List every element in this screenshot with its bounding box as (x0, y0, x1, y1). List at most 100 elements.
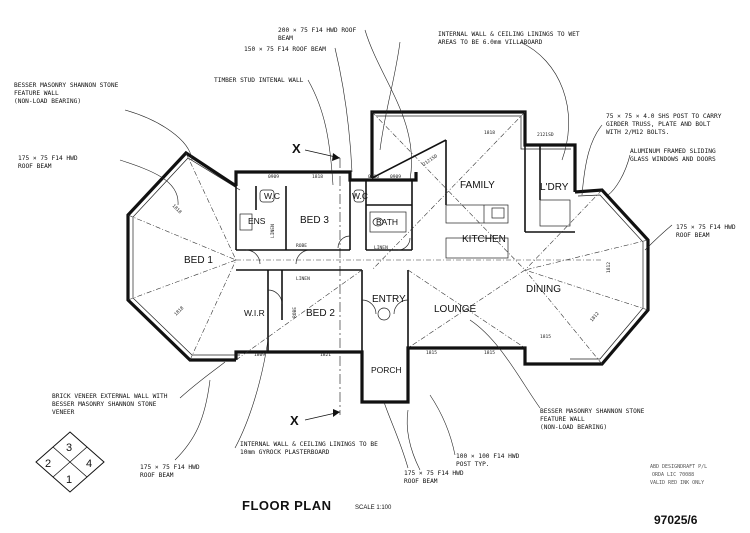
dim-d1: 0909 (268, 174, 279, 180)
section-marker-top: X (292, 141, 301, 156)
note-roof-beam-porch-line1: 175 × 75 F14 HWD (404, 470, 464, 477)
note-feature-wall-nw-line2: FEATURE WALL (14, 90, 59, 97)
dim-d2: 1818 (312, 174, 323, 180)
label-robe1: ROBE (296, 243, 307, 249)
note-gyrock-line2: 10mm GYROCK PLASTERBOARD (240, 449, 330, 456)
note-200x75-line2: BEAM (278, 35, 293, 42)
room-wc2: W.C (352, 191, 368, 201)
porch-wall (360, 364, 410, 404)
internal-walls (235, 139, 575, 352)
room-porch: PORCH (371, 365, 402, 375)
dim-d12: 1815 (540, 334, 551, 340)
room-labels: BED 1 ENS BED 3 W.C W.C BATH FAMILY L'DR… (184, 180, 569, 375)
note-roof-beam-sw-line2: ROOF BEAM (140, 472, 174, 479)
room-wir: W.I.R (244, 308, 265, 318)
label-robe2: ROBE (292, 307, 298, 318)
note-gyrock-line1: INTERNAL WALL & CEILING LININGS TO BE (240, 441, 378, 448)
door-swings (245, 235, 411, 315)
dim-d9: 1821 (320, 352, 331, 358)
roof-beam-lines (127, 111, 649, 365)
dim-d10: 1815 (426, 350, 437, 356)
compass-west: 2 (45, 458, 51, 470)
note-roof-beam-sw-line1: 175 × 75 F14 HWD (140, 464, 200, 471)
room-bed3: BED 3 (300, 215, 329, 226)
note-shs-post-line1: 75 × 75 × 4.0 SHS POST TO CARRY (606, 113, 722, 120)
section-marker-bottom: X (290, 413, 299, 428)
wall-inner-lines (132, 115, 644, 360)
note-feature-wall-se-line1: BESSER MASONRY SHANNON STONE (540, 408, 645, 415)
south-wall (234, 350, 364, 364)
compass-south: 1 (66, 474, 72, 486)
note-brick-veneer-line3: VENEER (52, 409, 75, 416)
note-sliding-glass-line2: GLASS WINDOWS AND DOORS (630, 156, 716, 163)
dim-d16: 1818 (173, 305, 185, 317)
note-feature-wall-nw-line3: (NON-LOAD BEARING) (14, 98, 81, 105)
dim-d11: 1815 (484, 350, 495, 356)
north-wall-west (234, 170, 418, 186)
room-bath: BATH (376, 217, 398, 227)
room-bed2: BED 2 (306, 308, 335, 319)
room-entry: ENTRY (372, 294, 406, 305)
note-roof-beam-w-line1: 175 × 75 F14 HWD (18, 155, 78, 162)
leader-lines (119, 29, 673, 471)
note-150x75: 150 × 75 F14 ROOF BEAM (244, 46, 326, 53)
compass-north: 3 (66, 442, 72, 454)
note-feature-wall-nw-line1: BESSER MASONRY SHANNON STONE (14, 82, 119, 89)
drawing-number: 97025/6 (654, 513, 698, 527)
label-linen3: LINEN (270, 224, 276, 238)
note-brick-veneer-line1: BRICK VENEER EXTERNAL WALL WITH (52, 393, 168, 400)
compass-east: 4 (86, 458, 92, 470)
room-dining: DINING (526, 284, 561, 295)
dim-d4: 0909 (390, 174, 401, 180)
note-post-line1: 100 × 100 F14 HWD (456, 453, 520, 460)
note-post-line2: POST TYP. (456, 461, 490, 468)
label-linen2: LINEN (296, 276, 310, 282)
east-bay-wall (570, 188, 650, 366)
kitchen-benches (445, 204, 509, 259)
dim-d14: 1812 (589, 311, 601, 324)
room-kitchen: KITCHEN (462, 234, 506, 245)
note-timber-stud: TIMBER STUD INTENAL WALL (214, 77, 304, 84)
note-feature-wall-se-line3: (NON-LOAD BEARING) (540, 424, 607, 431)
dim-d7: 2121SD (422, 153, 439, 168)
note-roof-beam-e-line1: 175 × 75 F14 HWD (676, 224, 736, 231)
dim-d5: 1818 (484, 130, 495, 136)
room-lounge: LOUNGE (434, 304, 477, 315)
stamp-line-2: ORDA LIC 70088 (652, 472, 694, 478)
stamp-line-1: ABD DESIGNDRAFT P/L (650, 464, 707, 470)
stamp-line-3: VALID RED INK ONLY (650, 480, 704, 486)
bathroom-fixtures (239, 189, 571, 321)
note-feature-wall-se-line2: FEATURE WALL (540, 416, 585, 423)
dim-d8: 1809 (254, 352, 265, 358)
room-family: FAMILY (460, 180, 495, 191)
dim-d15: 1818 (171, 203, 183, 215)
note-roof-beam-w-line2: ROOF BEAM (18, 163, 52, 170)
note-shs-post-line3: WITH 2/M12 BOLTS. (606, 129, 669, 136)
note-sliding-glass-line1: ALUMINUM FRAMED SLIDING (630, 148, 716, 155)
note-wet-areas-line2: AREAS TO BE 6.0mm VILLABOARD (438, 39, 543, 46)
note-shs-post-line2: GIRDER TRUSS, PLATE AND BOLT (606, 121, 711, 128)
dim-d6: 2121SD (537, 132, 554, 138)
room-bed1: BED 1 (184, 255, 213, 266)
west-bay-wall (126, 150, 237, 362)
note-wet-areas-line1: INTERNAL WALL & CEILING LININGS TO WET (438, 31, 580, 38)
dimension-labels: 0909 1818 0906 0909 1818 2121SD 2121SD 1… (171, 130, 612, 358)
drawing-title: FLOOR PLAN (242, 498, 332, 513)
dim-d13: 1812 (606, 262, 612, 273)
room-laundry: L'DRY (540, 182, 569, 193)
note-200x75-line1: 200 × 75 F14 HWD ROOF (278, 27, 357, 34)
note-roof-beam-porch-line2: ROOF BEAM (404, 478, 438, 485)
compass-symbol: 3 2 4 1 (35, 431, 105, 493)
north-wall-family (370, 110, 577, 192)
approval-stamp: ABD DESIGNDRAFT P/L ORDA LIC 70088 VALID… (650, 464, 707, 486)
note-brick-veneer-line2: BESSER MASONRY SHANNON STONE (52, 401, 157, 408)
dim-d3: 0906 (368, 174, 379, 180)
drawing-scale: SCALE 1:100 (355, 505, 392, 511)
room-ens: ENS (248, 216, 266, 226)
label-linen1: LINEN (374, 245, 388, 251)
note-roof-beam-e-line2: ROOF BEAM (676, 232, 710, 239)
annotation-notes: 200 × 75 F14 HWD ROOF BEAM 150 × 75 F14 … (14, 27, 736, 485)
room-wc1: W.C (264, 191, 280, 201)
section-line (304, 149, 341, 421)
